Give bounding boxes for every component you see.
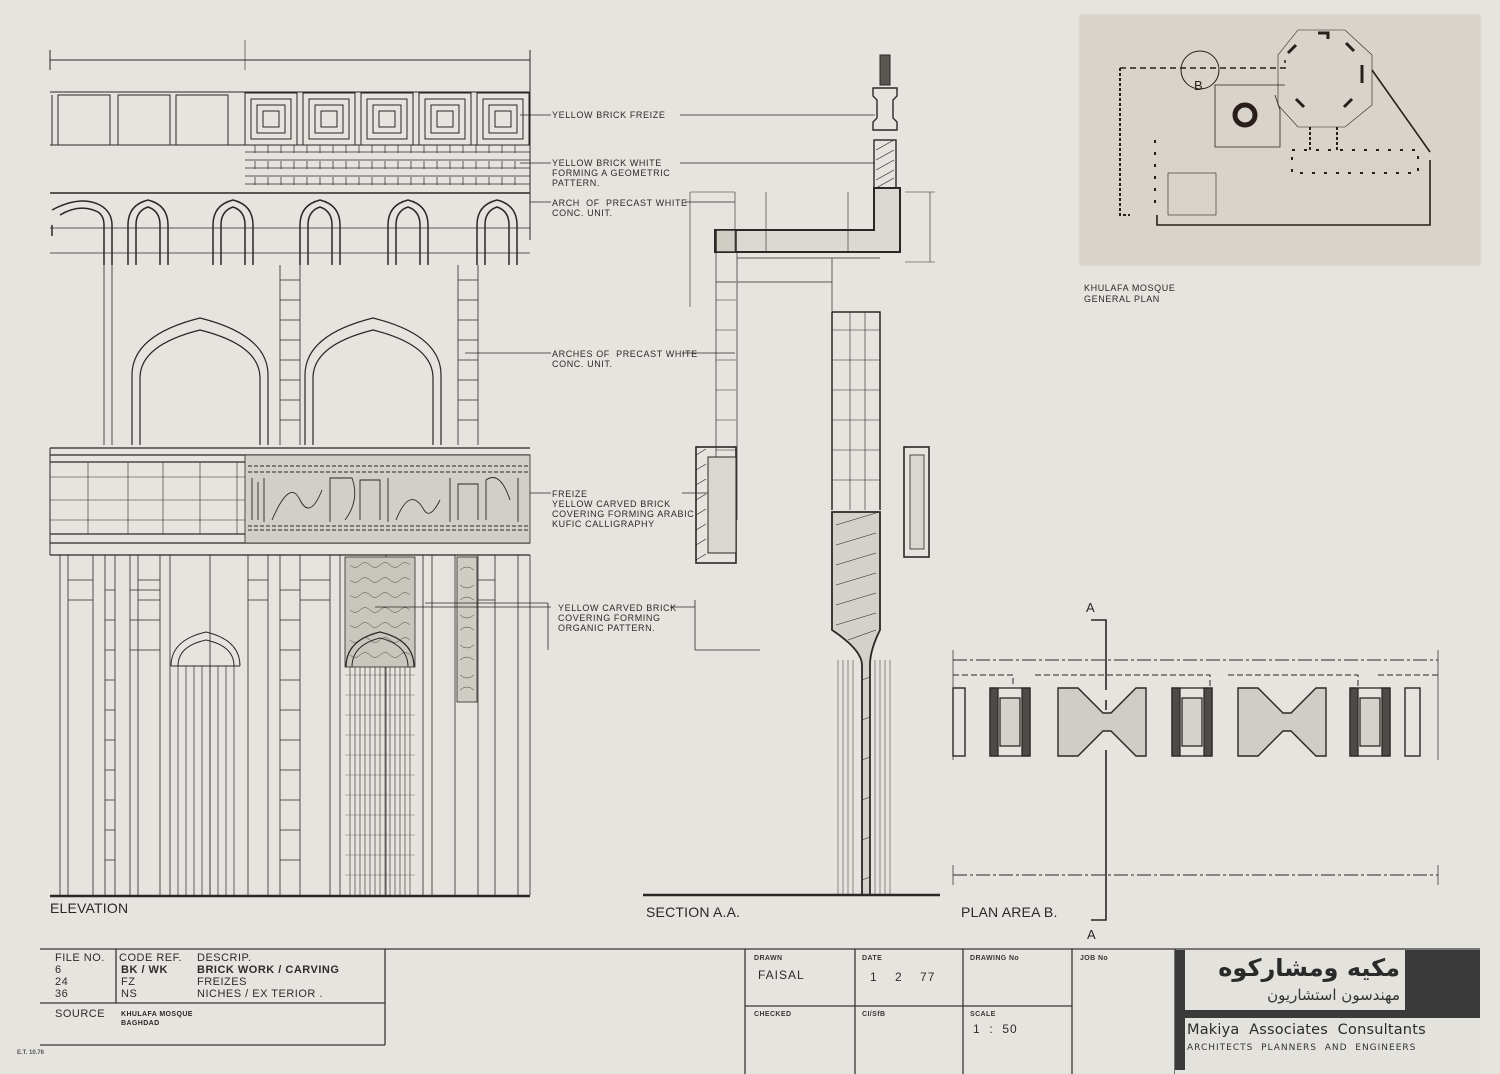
section-marker-bottom: A <box>1087 927 1096 942</box>
key-plan-caption-1: KHULAFA MOSQUE <box>1084 283 1176 293</box>
scale-label: SCALE <box>970 1011 996 1018</box>
firm-arabic-name: مكيه ومشاركوه <box>1218 954 1400 982</box>
annotation-arch-precast: ARCH OF PRECAST WHITE CONC. UNIT. <box>552 198 688 218</box>
drawn-value: FAISAL <box>758 968 805 982</box>
key-plan-caption-2: GENERAL PLAN <box>1084 294 1160 304</box>
annotation-arches-precast: ARCHES OF PRECAST WHITE CONC. UNIT. <box>552 349 698 369</box>
file-no-row-2: 24 <box>55 976 69 988</box>
plan-title: PLAN AREA B. <box>961 904 1058 920</box>
firm-name: Makiya Associates Consultants <box>1187 1022 1426 1038</box>
archive-ref: E.T. 10.76 <box>17 1050 45 1056</box>
elevation-title: ELEVATION <box>50 900 129 916</box>
scale-value: 1 : 50 <box>973 1022 1018 1036</box>
ci-sfb-label: CI/SfB <box>862 1011 886 1018</box>
descrip-row-1: BRICK WORK / CARVING <box>197 964 340 976</box>
source-line-2: BAGHDAD <box>121 1020 160 1027</box>
logo-bar-left <box>1175 950 1185 1070</box>
key-plan-marker-b: B <box>1194 78 1203 93</box>
drawn-label: DRAWN <box>754 955 783 962</box>
drawing-no-label: DRAWING No <box>970 955 1020 962</box>
key-plan-photo: B <box>1080 15 1480 265</box>
firm-subtitle: ARCHITECTS PLANNERS AND ENGINEERS <box>1187 1043 1417 1053</box>
annotation-kufic-freize: FREIZE YELLOW CARVED BRICK COVERING FORM… <box>552 489 695 529</box>
code-ref-header: CODE REF. <box>119 952 183 964</box>
annotation-yellow-brick-freize: YELLOW BRICK FREIZE <box>552 110 666 120</box>
firm-logo-block: مكيه ومشاركوه مهندسون استشاريون Makiya A… <box>1175 950 1480 1074</box>
firm-arabic-subtitle: مهندسون استشاريون <box>1267 986 1400 1004</box>
file-no-row-1: 6 <box>55 964 62 976</box>
date-label: DATE <box>862 955 883 962</box>
job-no-label: JOB No <box>1080 955 1109 962</box>
descrip-row-3: NICHES / EX TERIOR . <box>197 988 323 1000</box>
general-plan-diagram: B <box>1119 29 1431 226</box>
code-row-2: FZ <box>121 976 136 988</box>
descrip-row-2: FREIZES <box>197 976 247 988</box>
annotation-geometric-pattern: YELLOW BRICK WHITE FORMING A GEOMETRIC P… <box>552 158 671 188</box>
code-row-3: NS <box>121 988 138 1000</box>
source-label: SOURCE <box>55 1008 106 1020</box>
annotation-organic-pattern: YELLOW CARVED BRICK COVERING FORMING ORG… <box>558 603 677 633</box>
source-line-1: KHULAFA MOSQUE <box>121 1011 193 1018</box>
date-value: 1 2 77 <box>870 970 936 984</box>
file-no-row-3: 36 <box>55 988 69 1000</box>
section-title: SECTION A.A. <box>646 904 741 920</box>
descrip-header: DESCRIP. <box>197 952 252 964</box>
code-row-1: BK / WK <box>121 964 168 976</box>
file-no-header: FILE NO. <box>55 952 105 964</box>
logo-bar-right <box>1405 950 1480 1010</box>
logo-bar-mid <box>1185 1010 1480 1018</box>
section-marker-top: A <box>1086 600 1095 615</box>
checked-label: CHECKED <box>754 1011 792 1018</box>
